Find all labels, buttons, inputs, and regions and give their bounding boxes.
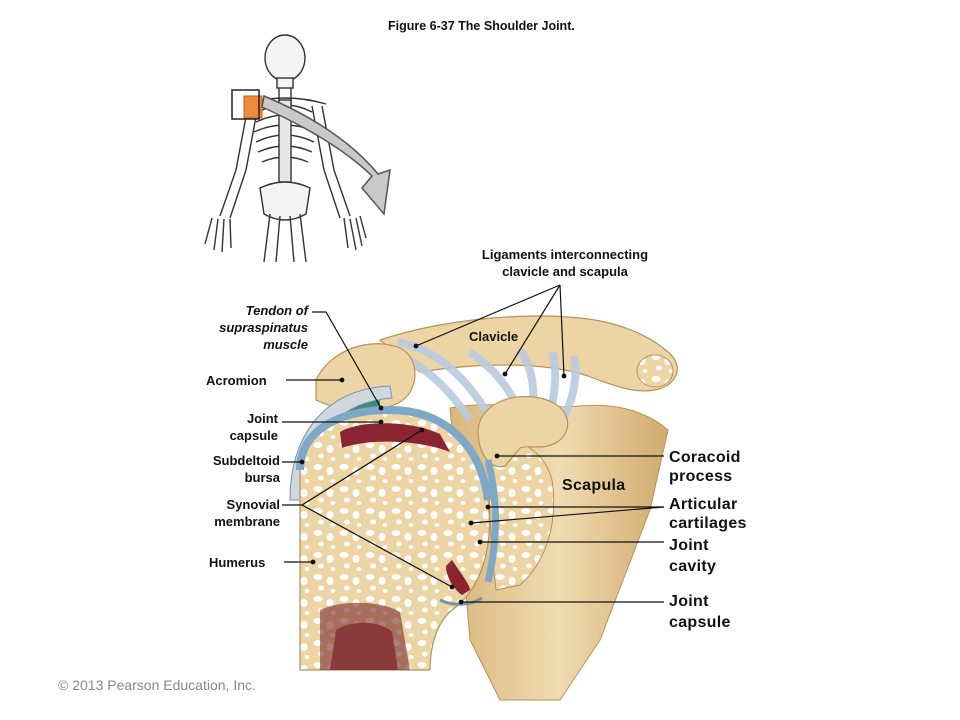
shoulder-anatomy: [289, 315, 678, 701]
figure-title: Figure 6-37 The Shoulder Joint.: [388, 19, 575, 33]
leader-dots: [299, 343, 567, 605]
leader-lines: [282, 284, 665, 603]
focus-box: [231, 89, 260, 120]
label-scapula: Scapula: [562, 477, 626, 494]
label-clavicle: Clavicle: [469, 329, 519, 344]
zoom-arrow: [261, 94, 391, 216]
label-acromion: Acromion: [206, 373, 267, 388]
skeleton-thumbnail: [204, 34, 367, 263]
copyright: © 2013 Pearson Education, Inc.: [58, 677, 256, 693]
label-humerus: Humerus: [209, 555, 266, 570]
